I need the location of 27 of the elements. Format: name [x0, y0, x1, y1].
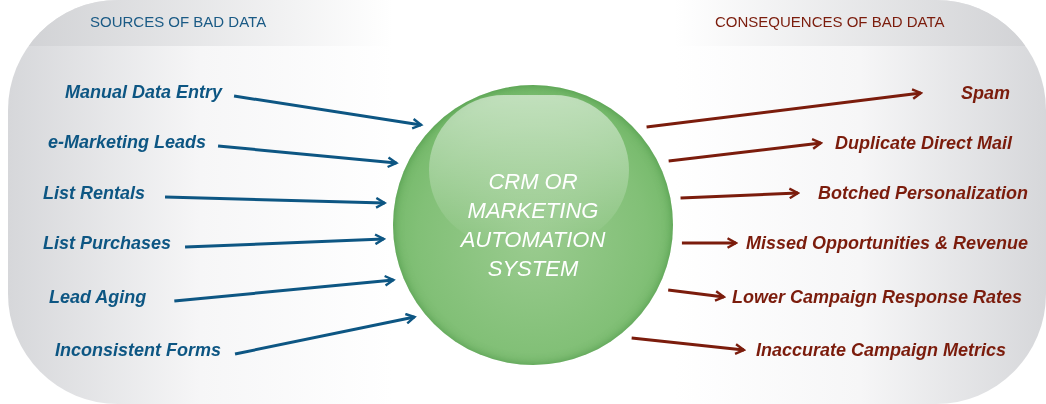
- source-label: Manual Data Entry: [65, 80, 223, 104]
- arrow: [631, 336, 746, 356]
- system-label: CRM OR MARKETING AUTOMATION SYSTEM: [459, 168, 607, 283]
- arrow: [217, 144, 398, 169]
- source-label: List Purchases: [43, 231, 172, 255]
- source-label: Lower Campaign Response Rates: [731, 285, 1022, 309]
- source-label: List Rentals: [43, 181, 146, 205]
- panel-heading: CONSEQUENCES OF BAD DATA: [715, 12, 945, 32]
- source-label: Duplicate Direct Mail: [834, 131, 1012, 155]
- arrow: [680, 187, 800, 200]
- source-label: Botched Personalization: [817, 181, 1028, 205]
- arrow: [646, 88, 923, 129]
- arrow: [668, 288, 726, 302]
- source-label: e-Marketing Leads: [48, 130, 207, 154]
- source-label: Inconsistent Forms: [55, 338, 222, 362]
- arrow: [233, 94, 423, 130]
- source-label: Missed Opportunities & Revenue: [745, 231, 1028, 255]
- panel-heading: SOURCES OF BAD DATA: [90, 12, 267, 32]
- arrow: [165, 195, 386, 209]
- source-label: Lead Aging: [49, 285, 147, 309]
- arrow: [668, 138, 823, 163]
- arrow: [174, 274, 395, 303]
- arrow: [185, 233, 385, 249]
- source-label: Inaccurate Campaign Metrics: [755, 338, 1006, 362]
- arrow: [234, 312, 416, 356]
- arrow: [681, 237, 738, 249]
- source-label: Spam: [960, 81, 1010, 105]
